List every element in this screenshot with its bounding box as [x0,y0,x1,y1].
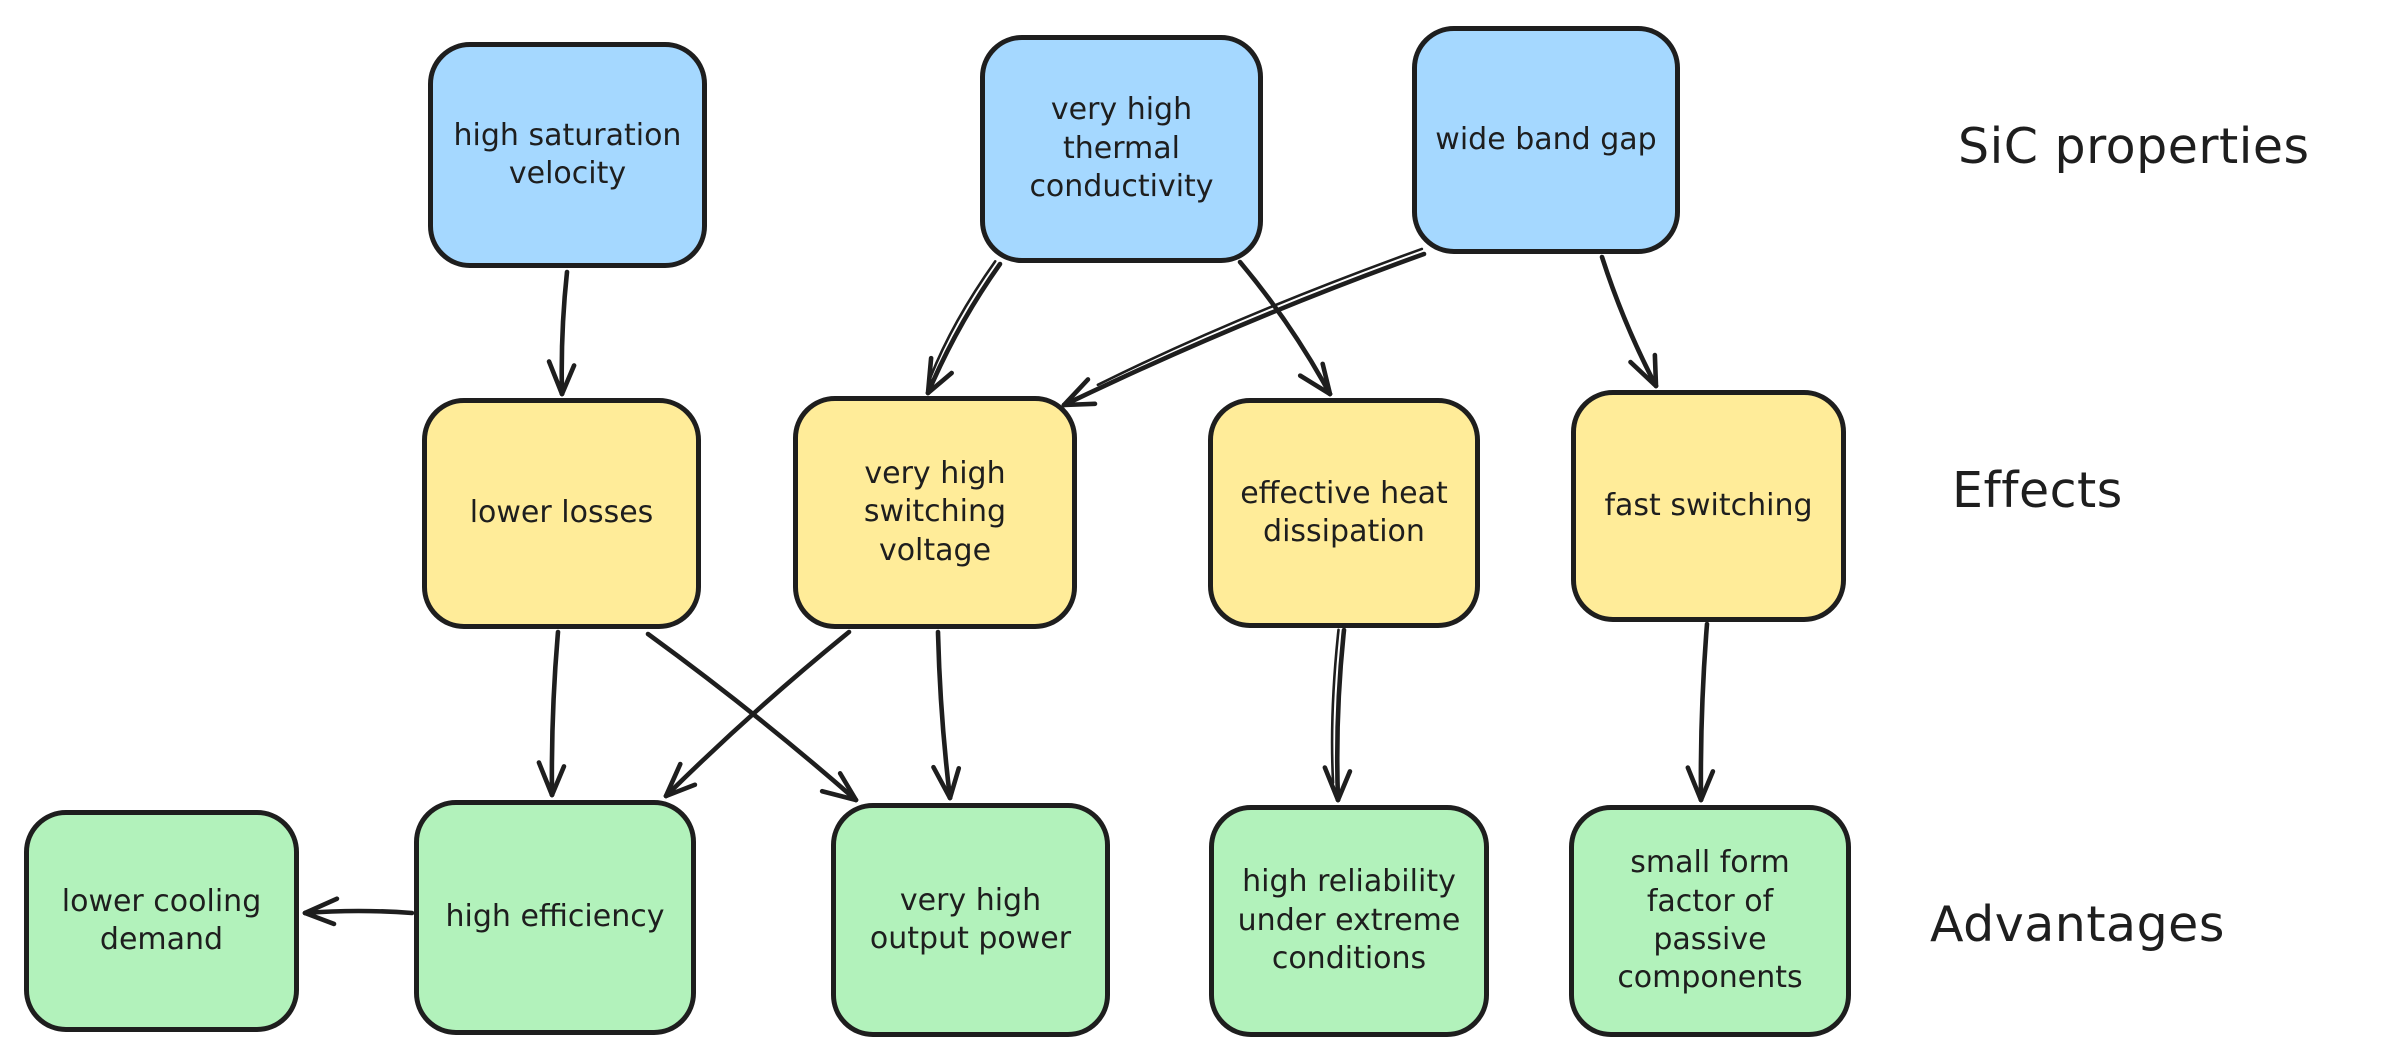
node-form_factor: small form factor of passive components [1569,805,1851,1037]
edge-lower_losses-efficiency [536,629,567,798]
node-label-saturation: high saturation velocity [453,117,682,191]
edge-thermal-dissipation [1237,259,1333,397]
node-label-reliability: high reliability under extreme condition… [1237,864,1461,977]
node-saturation: high saturation velocity [428,42,707,268]
node-label-form_factor: small form factor of passive components [1617,845,1803,996]
node-cooling: lower cooling demand [24,810,299,1032]
node-label-bandgap: wide band gap [1435,121,1657,157]
node-label-lower_losses: lower losses [469,495,654,531]
node-label-thermal: very high thermal conductivity [1029,92,1214,205]
edge-saturation-lower_losses [546,269,577,397]
edge-dissipation-reliability [1322,627,1353,803]
edge-fast_switching-form_factor [1685,621,1716,803]
edge-lower_losses-output_power [645,631,859,803]
node-dissipation: effective heat dissipation [1208,398,1480,628]
node-bandgap: wide band gap [1412,26,1680,254]
node-label-output_power: very high output power [869,882,1072,956]
group-label-sic-properties: SiC properties [1958,118,2310,175]
node-fast_switching: fast switching [1571,390,1846,622]
node-label-fast_switching: fast switching [1604,487,1813,523]
node-lower_losses: lower losses [422,398,701,629]
edge-thermal-switching [925,260,1003,396]
edge-bandgap-switching [1061,247,1427,408]
edge-switching-output_power [931,629,962,801]
node-output_power: very high output power [831,803,1110,1037]
node-switching: very high switching voltage [793,396,1077,629]
node-thermal: very high thermal conductivity [980,35,1263,263]
node-label-switching: very high switching voltage [863,455,1007,568]
group-label-advantages: Advantages [1930,896,2225,953]
edge-bandgap-fast_switching [1599,254,1659,389]
node-efficiency: high efficiency [414,800,696,1035]
node-label-cooling: lower cooling demand [61,883,262,957]
group-label-effects: Effects [1952,462,2123,519]
edge-efficiency-cooling [302,896,415,927]
node-label-efficiency: high efficiency [445,899,665,935]
edge-switching-efficiency [663,629,852,799]
node-reliability: high reliability under extreme condition… [1209,805,1489,1037]
node-label-dissipation: effective heat dissipation [1240,475,1448,549]
